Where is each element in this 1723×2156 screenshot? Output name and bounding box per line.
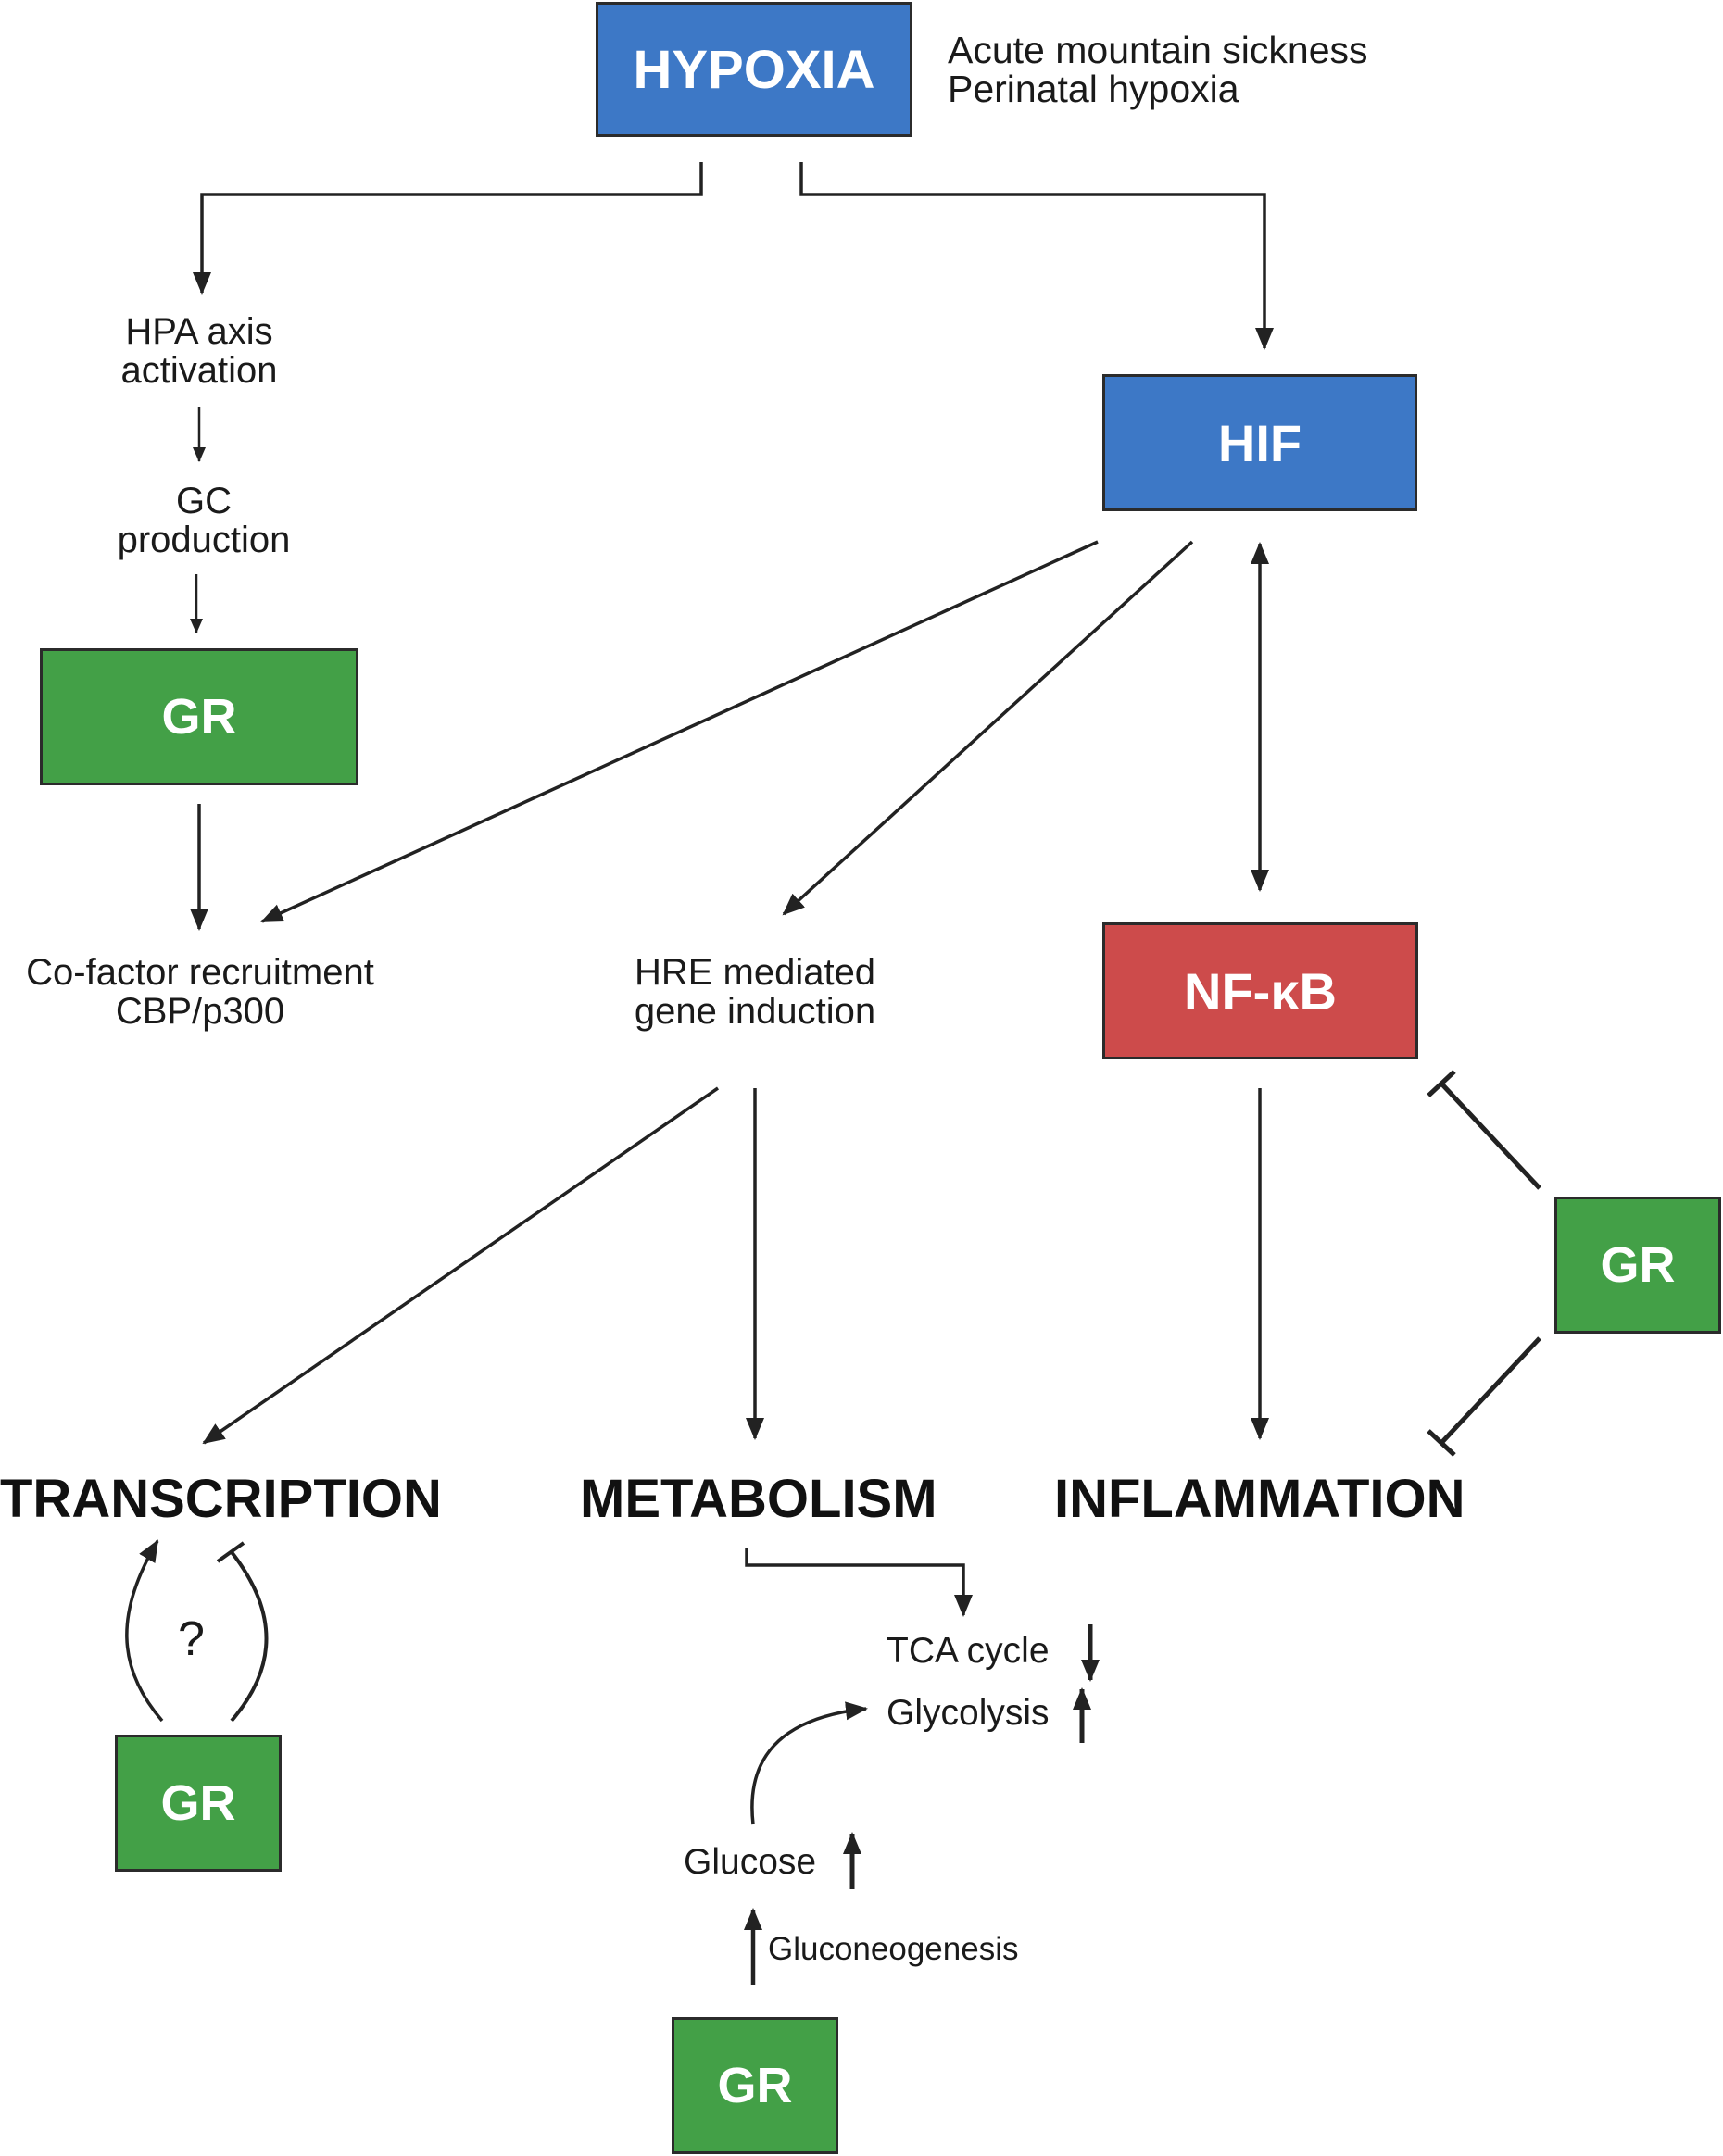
arrow-hypoxia-to-hpa (193, 162, 703, 295)
gc-production-label: GC production (117, 481, 291, 560)
gr-hpa-label: GR (161, 689, 237, 745)
hpa-axis-label: HPA axis activation (120, 311, 278, 391)
hypoxia-causes: Acute mountain sickness Perinatal hypoxi… (948, 31, 1368, 108)
glycolysis-label: Glycolysis (887, 1693, 1050, 1733)
tca-cycle-label: TCA cycle (887, 1631, 1050, 1671)
gr-transcription-box: GR (115, 1735, 282, 1872)
nfkb-box: NF-κB (1102, 922, 1418, 1059)
arrow-hypoxia-to-hif (799, 162, 1274, 350)
gluconeogenesis-label: Gluconeogenesis (768, 1931, 1019, 1967)
hif-label: HIF (1217, 413, 1302, 472)
gr-metabolism-label: GR (717, 2058, 793, 2113)
hif-box: HIF (1102, 374, 1417, 511)
gr-transcription-label: GR (160, 1775, 236, 1831)
inhibit-gr-bar-inflammation (1427, 1429, 1456, 1457)
nfkb-label: NF-κB (1184, 961, 1337, 1021)
glucose-label: Glucose (684, 1842, 817, 1882)
hypoxia-cause-1: Acute mountain sickness (948, 29, 1368, 71)
arrow-gr-to-transcription (125, 1539, 164, 1723)
arrow-hif-to-hre (782, 540, 1194, 916)
inhibit-gr-bar-nfkb (1427, 1070, 1456, 1097)
transcription-label: TRANSCRIPTION (0, 1469, 442, 1529)
hypoxia-cause-2: Perinatal hypoxia (948, 68, 1239, 110)
gr-hpa-box: GR (40, 648, 358, 785)
inhibit-gr-to-nfkb (1440, 1082, 1541, 1190)
inflammation-label: INFLAMMATION (1054, 1469, 1465, 1529)
inhibit-bar-transcription (216, 1541, 245, 1563)
gr-inflammation-box: GR (1554, 1197, 1721, 1334)
arrow-hif-to-cofactor (260, 540, 1099, 923)
arrow-glucose-to-glycolysis (750, 1701, 868, 1825)
arrow-hre-to-transcription (202, 1086, 719, 1445)
inhibit-gr-to-inflammation (1440, 1336, 1541, 1445)
question-mark: ? (178, 1612, 205, 1666)
hypoxia-box: HYPOXIA (596, 2, 912, 137)
arrow-metabolism-to-tca (745, 1548, 973, 1617)
hre-label: HRE mediated gene induction (634, 952, 876, 1032)
gr-inflammation-label: GR (1600, 1237, 1676, 1293)
metabolism-label: METABOLISM (580, 1469, 937, 1529)
hypoxia-label: HYPOXIA (633, 39, 875, 100)
gr-metabolism-box: GR (672, 2017, 838, 2154)
inhibit-gr-to-transcription (230, 1550, 269, 1723)
cofactor-label: Co-factor recruitment CBP/p300 (26, 952, 374, 1032)
